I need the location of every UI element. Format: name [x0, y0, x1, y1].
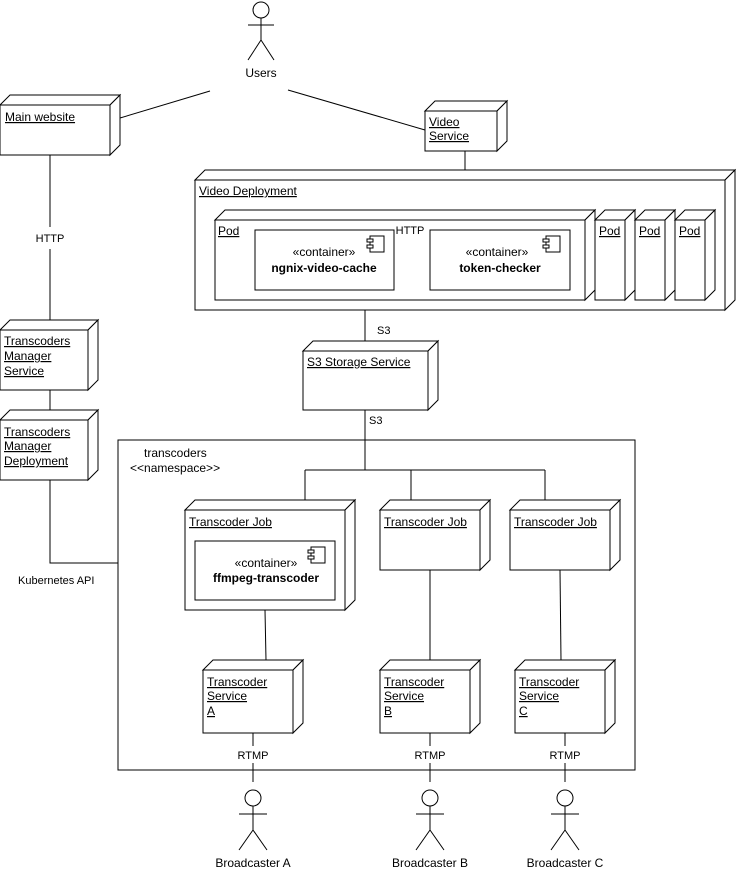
pod-title-3: Pod	[639, 224, 660, 238]
component-icon	[542, 235, 561, 253]
http-label-pod: HTTP	[396, 225, 425, 237]
main-website-node[interactable]	[0, 93, 122, 157]
kubernetes-api-label: Kubernetes API	[18, 575, 94, 587]
transcoder-job-title-3: Transcoder Job	[514, 515, 597, 529]
transcoder-service-c-title-3: C	[519, 704, 528, 718]
broadcaster-b-label: Broadcaster B	[392, 856, 468, 870]
transcoders-manager-service-node[interactable]	[0, 318, 100, 392]
tm-service-title-3: Service	[4, 364, 44, 378]
transcoder-job-node-2[interactable]	[378, 498, 492, 572]
rtmp-label-b: RTMP	[415, 750, 446, 762]
transcoder-service-b-title-1: Transcoder	[384, 675, 444, 689]
tm-service-title-1: Transcoders	[4, 334, 70, 348]
main-website-title: Main website	[5, 110, 75, 124]
tm-service-title-2: Manager	[4, 349, 51, 363]
s3-label-upper: S3	[377, 325, 390, 337]
transcoder-service-c-title-2: Service	[519, 689, 559, 703]
video-service-title-2: Service	[429, 129, 469, 143]
token-stereotype: «container»	[466, 245, 529, 259]
pod-title-2: Pod	[599, 224, 620, 238]
transcoder-service-b-node[interactable]	[378, 658, 482, 735]
transcoder-job-node-3[interactable]	[508, 498, 622, 572]
ffmpeg-stereotype: «container»	[235, 556, 298, 570]
pod-node-3[interactable]	[633, 208, 677, 302]
component-icon	[307, 546, 326, 564]
tm-deployment-title-2: Manager	[4, 439, 51, 453]
rtmp-label-a: RTMP	[238, 750, 269, 762]
broadcaster-c-label: Broadcaster C	[527, 856, 604, 870]
actor-broadcaster-b	[415, 789, 445, 851]
component-icon	[366, 235, 385, 253]
transcoder-service-c-node[interactable]	[513, 658, 617, 735]
transcoders-manager-deployment-node[interactable]	[0, 408, 100, 482]
broadcaster-a-label: Broadcaster A	[215, 856, 290, 870]
transcoder-service-c-title-1: Transcoder	[519, 675, 579, 689]
transcoder-service-a-node[interactable]	[201, 658, 305, 735]
actor-broadcaster-a	[238, 789, 268, 851]
tm-deployment-title-3: Deployment	[4, 454, 69, 468]
transcoder-service-a-title-3: A	[207, 704, 215, 718]
transcoder-job-title-2: Transcoder Job	[384, 515, 467, 529]
pod-node-4[interactable]	[673, 208, 717, 302]
video-service-node[interactable]	[423, 99, 509, 153]
ngnix-container-name: ngnix-video-cache	[271, 261, 377, 275]
video-service-title-1: Video	[429, 115, 460, 129]
namespace-name: transcoders	[144, 446, 207, 460]
ngnix-stereotype: «container»	[293, 245, 356, 259]
transcoder-job-title-1: Transcoder Job	[189, 515, 272, 529]
transcoder-service-b-title-2: Service	[384, 689, 424, 703]
actor-users	[247, 1, 275, 61]
video-deployment-title: Video Deployment	[199, 184, 298, 198]
s3-storage-service-node[interactable]	[301, 339, 440, 412]
transcoders-namespace-frame	[117, 439, 636, 771]
tm-deployment-title-1: Transcoders	[4, 425, 70, 439]
transcoder-service-a-title-2: Service	[207, 689, 247, 703]
pod-title-main: Pod	[218, 224, 239, 238]
http-label-left: HTTP	[36, 233, 65, 245]
namespace-stereotype: <<namespace>>	[130, 461, 220, 475]
ffmpeg-container-name: ffmpeg-transcoder	[213, 571, 319, 585]
actor-broadcaster-c	[550, 789, 580, 851]
connectors	[49, 89, 566, 782]
s3-label-lower: S3	[369, 415, 382, 427]
token-container-name: token-checker	[459, 261, 541, 275]
users-label: Users	[245, 66, 276, 80]
pod-title-4: Pod	[679, 224, 700, 238]
transcoder-service-b-title-3: B	[384, 704, 392, 718]
transcoder-service-a-title-1: Transcoder	[207, 675, 267, 689]
rtmp-label-c: RTMP	[550, 750, 581, 762]
s3-storage-service-title: S3 Storage Service	[307, 355, 411, 369]
